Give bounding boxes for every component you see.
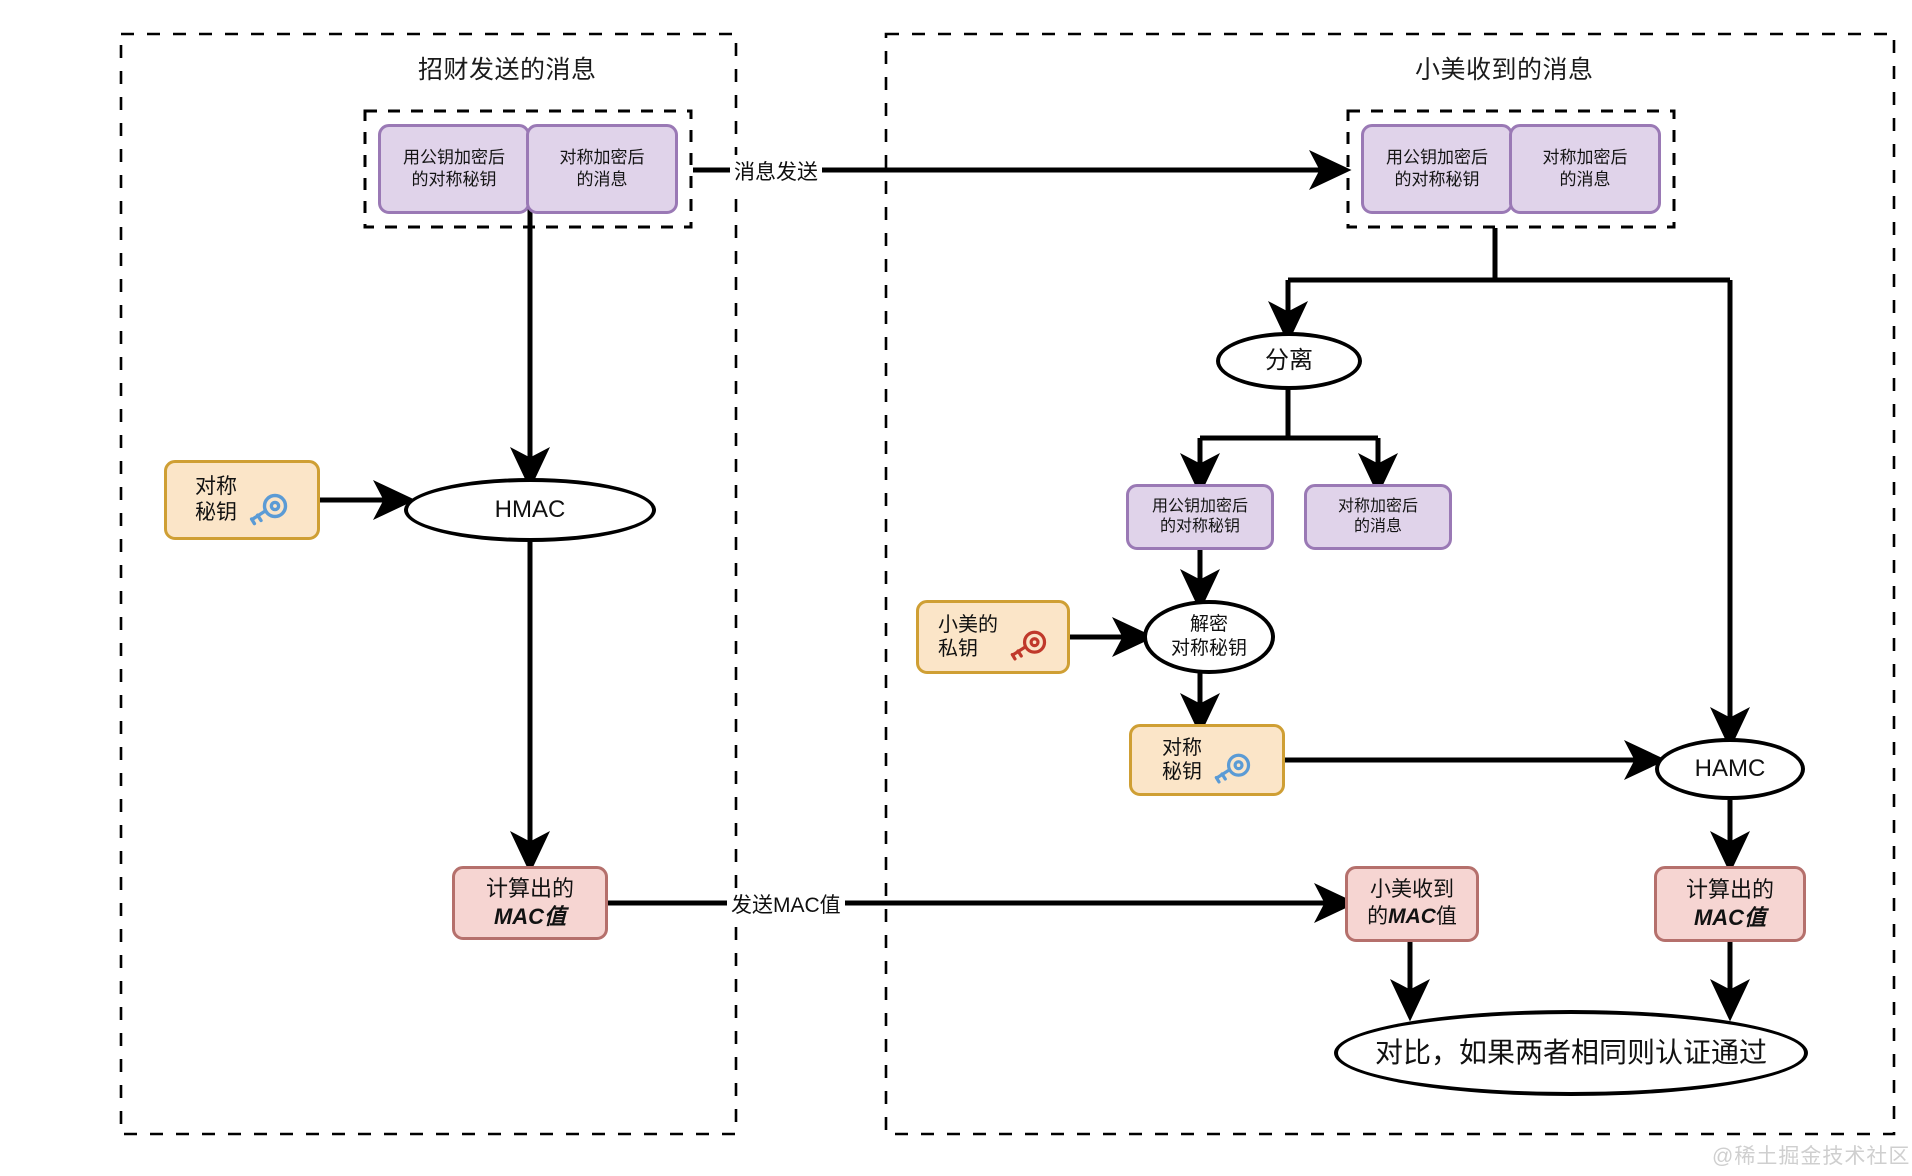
receiver-private-key-label: 小美的 私钥 bbox=[938, 613, 998, 660]
sender-computed-mac-line2: MAC值 bbox=[493, 904, 567, 929]
receiver-symmetric-key-label: 对称 秘钥 bbox=[1162, 736, 1202, 783]
sender-computed-mac-line1: 计算出的 bbox=[485, 875, 574, 901]
receiver-received-mac-box: 小美收到 的MAC值 bbox=[1345, 866, 1479, 942]
received-mac-prefix: 的 bbox=[1367, 905, 1389, 928]
hmac-node: HMAC bbox=[404, 478, 656, 542]
watermark: @稀土掘金技术社区 bbox=[1712, 1145, 1911, 1168]
split-output-message-box: 对称加密后 的消息 bbox=[1304, 484, 1452, 550]
receiver-computed-mac-box: 计算出的 MAC值 bbox=[1654, 866, 1806, 942]
receiver-symmetric-key-box: 对称 秘钥 bbox=[1129, 724, 1285, 796]
receiver-panel-title: 小美收到的消息 bbox=[1415, 56, 1594, 84]
hamc-node: HAMC bbox=[1655, 738, 1805, 800]
received-mac-italic: MAC bbox=[1388, 905, 1436, 928]
key-icon-red bbox=[1004, 601, 1048, 672]
receiver-encrypted-key-box: 用公钥加密后 的对称秘钥 bbox=[1361, 124, 1513, 214]
split-output-key-box: 用公钥加密后 的对称秘钥 bbox=[1126, 484, 1274, 550]
sender-symmetric-key-label: 对称 秘钥 bbox=[195, 475, 237, 524]
sender-encrypted-message-box: 对称加密后 的消息 bbox=[526, 124, 678, 214]
key-icon-blue-2 bbox=[1208, 724, 1252, 795]
receiver-private-key-box: 小美的 私钥 bbox=[916, 600, 1070, 674]
decrypt-symmetric-key-node: 解密 对称秘钥 bbox=[1143, 600, 1275, 674]
sender-encrypted-key-box: 用公钥加密后 的对称秘钥 bbox=[378, 124, 530, 214]
sender-panel-title: 招财发送的消息 bbox=[418, 56, 597, 84]
sender-computed-mac-box: 计算出的 MAC值 bbox=[452, 866, 608, 940]
split-node: 分离 bbox=[1216, 332, 1362, 390]
sender-symmetric-key-box: 对称 秘钥 bbox=[164, 460, 320, 540]
edge-label-message-send: 消息发送 bbox=[730, 155, 822, 187]
received-mac-suffix: 值 bbox=[1435, 905, 1457, 928]
receiver-computed-mac-line1: 计算出的 bbox=[1685, 876, 1774, 902]
received-mac-line1: 小美收到 bbox=[1370, 878, 1454, 902]
key-icon-blue bbox=[243, 463, 289, 538]
received-mac-line2: 的MAC值 bbox=[1367, 904, 1457, 931]
receiver-encrypted-message-box: 对称加密后 的消息 bbox=[1509, 124, 1661, 214]
edge-label-send-mac: 发送MAC值 bbox=[727, 888, 845, 920]
receiver-computed-mac-line2: MAC值 bbox=[1693, 905, 1767, 930]
compare-result-node: 对比，如果两者相同则认证通过 bbox=[1334, 1010, 1808, 1096]
